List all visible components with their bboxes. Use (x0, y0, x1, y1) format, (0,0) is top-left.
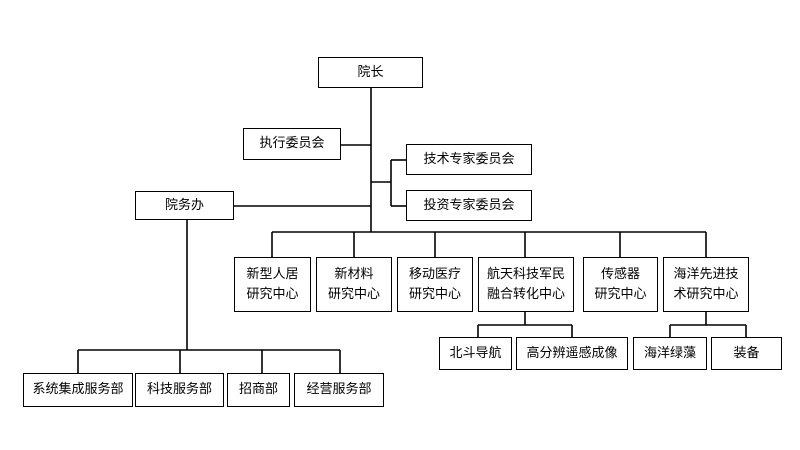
node-center-smart-home: 新型人居 研究中心 (234, 257, 311, 312)
node-equipment: 装备 (711, 337, 782, 370)
node-dept-investment: 招商部 (227, 373, 290, 407)
node-remote-sensing: 高分辨遥感成像 (516, 337, 628, 370)
node-center-mobile-medical: 移动医疗 研究中心 (397, 257, 473, 312)
node-dean: 院长 (318, 57, 423, 88)
node-invest-expert-committee: 投资专家委员会 (406, 190, 532, 221)
node-center-aerospace: 航天科技军民 融合转化中心 (478, 257, 574, 312)
node-dept-operations: 经营服务部 (294, 373, 384, 407)
node-exec-committee: 执行委员会 (243, 128, 341, 160)
node-beidou: 北斗导航 (439, 337, 512, 370)
node-dept-tech-services: 科技服务部 (135, 373, 224, 407)
node-center-sensor: 传感器 研究中心 (583, 257, 658, 312)
node-tech-expert-committee: 技术专家委员会 (406, 144, 532, 175)
node-seaweed: 海洋绿藻 (633, 337, 707, 370)
node-center-materials: 新材料 研究中心 (316, 257, 392, 312)
node-center-ocean: 海洋先进技 术研究中心 (663, 257, 749, 312)
node-dept-system-integration: 系统集成服务部 (23, 373, 133, 407)
node-office: 院务办 (135, 191, 234, 220)
